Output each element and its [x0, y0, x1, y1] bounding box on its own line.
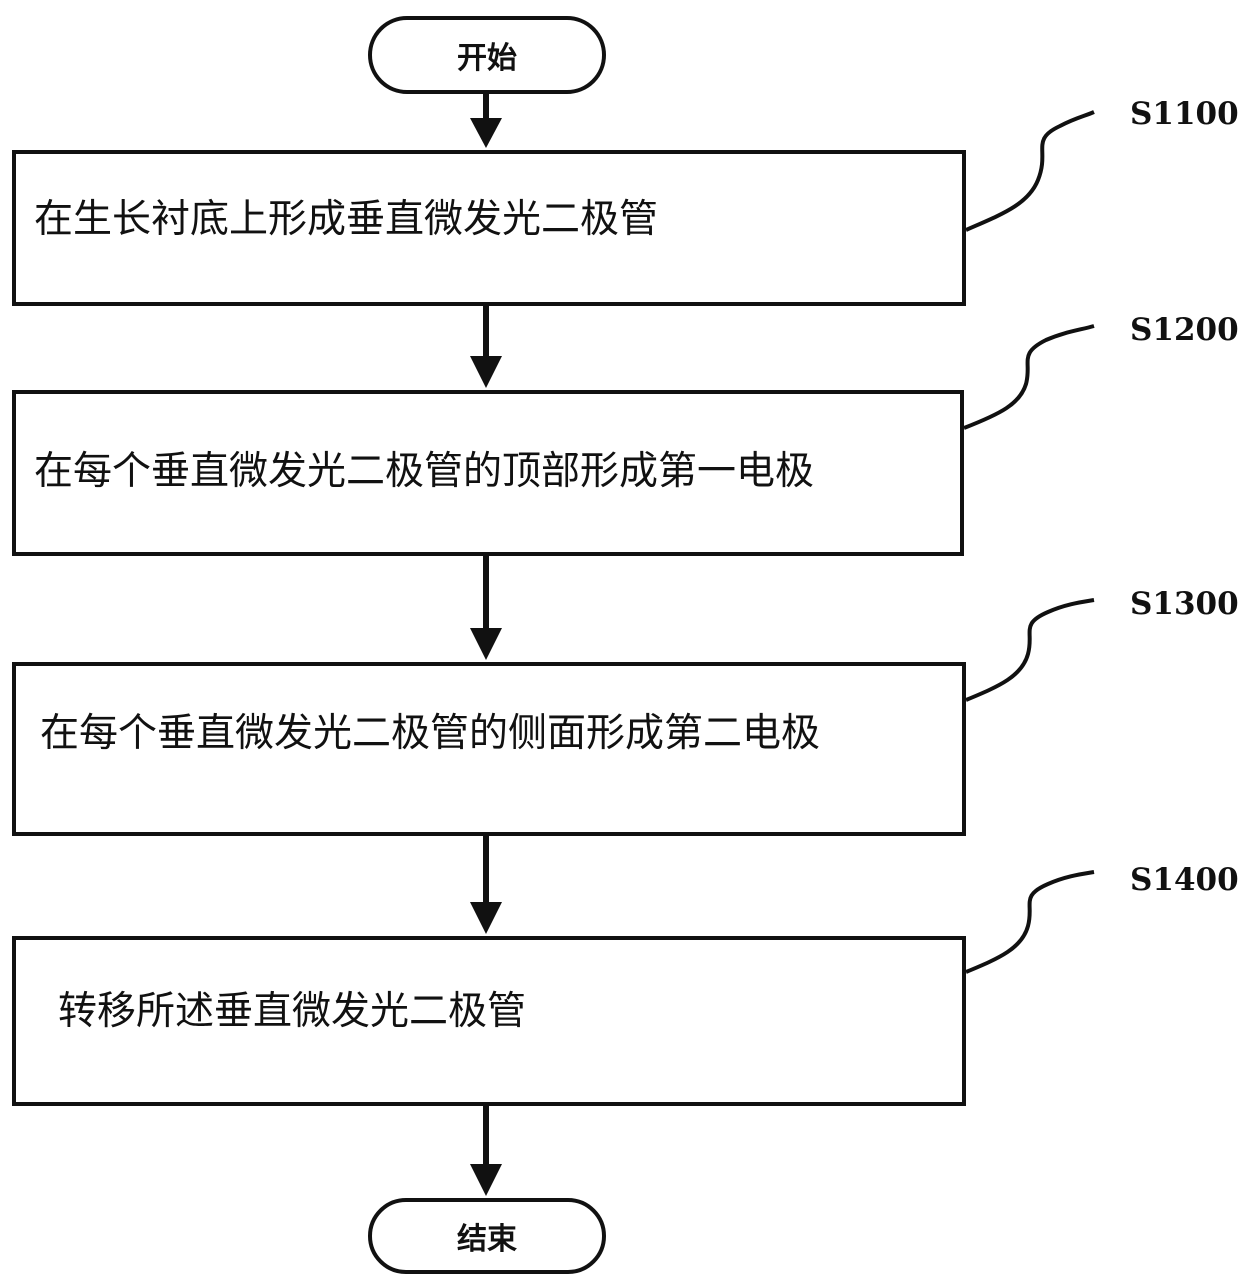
step-id-label: S1200: [1130, 312, 1239, 348]
arrowhead-2: [470, 356, 502, 388]
step-id-label: S1300: [1130, 586, 1239, 622]
process-step-s1100: 在生长衬底上形成垂直微发光二极管: [12, 150, 966, 306]
leader-line-s1300: [966, 600, 1094, 700]
step-id-label: S1400: [1130, 862, 1239, 898]
leader-lines: [964, 112, 1094, 972]
process-step-s1300: 在每个垂直微发光二极管的侧面形成第二电极: [12, 662, 966, 836]
arrowhead-5: [470, 1164, 502, 1196]
step-text: 在生长衬底上形成垂直微发光二极管: [34, 192, 962, 248]
process-step-s1200: 在每个垂直微发光二极管的顶部形成第一电极: [12, 390, 964, 556]
start-label: 开始: [457, 33, 517, 77]
step-id-label: S1100: [1130, 96, 1239, 132]
arrowhead-1: [470, 118, 502, 148]
process-step-s1400: 转移所述垂直微发光二极管: [12, 936, 966, 1106]
leader-line-s1100: [966, 112, 1094, 230]
end-terminal: 结束: [368, 1198, 606, 1274]
leader-line-s1400: [966, 872, 1094, 972]
start-terminal: 开始: [368, 16, 606, 94]
end-label: 结束: [457, 1214, 517, 1258]
step-text: 转移所述垂直微发光二极管: [58, 984, 962, 1040]
arrowhead-4: [470, 902, 502, 934]
step-text: 在每个垂直微发光二极管的侧面形成第二电极: [40, 706, 922, 762]
arrowhead-3: [470, 628, 502, 660]
leader-line-s1200: [964, 326, 1094, 428]
step-text: 在每个垂直微发光二极管的顶部形成第一电极: [34, 444, 920, 500]
